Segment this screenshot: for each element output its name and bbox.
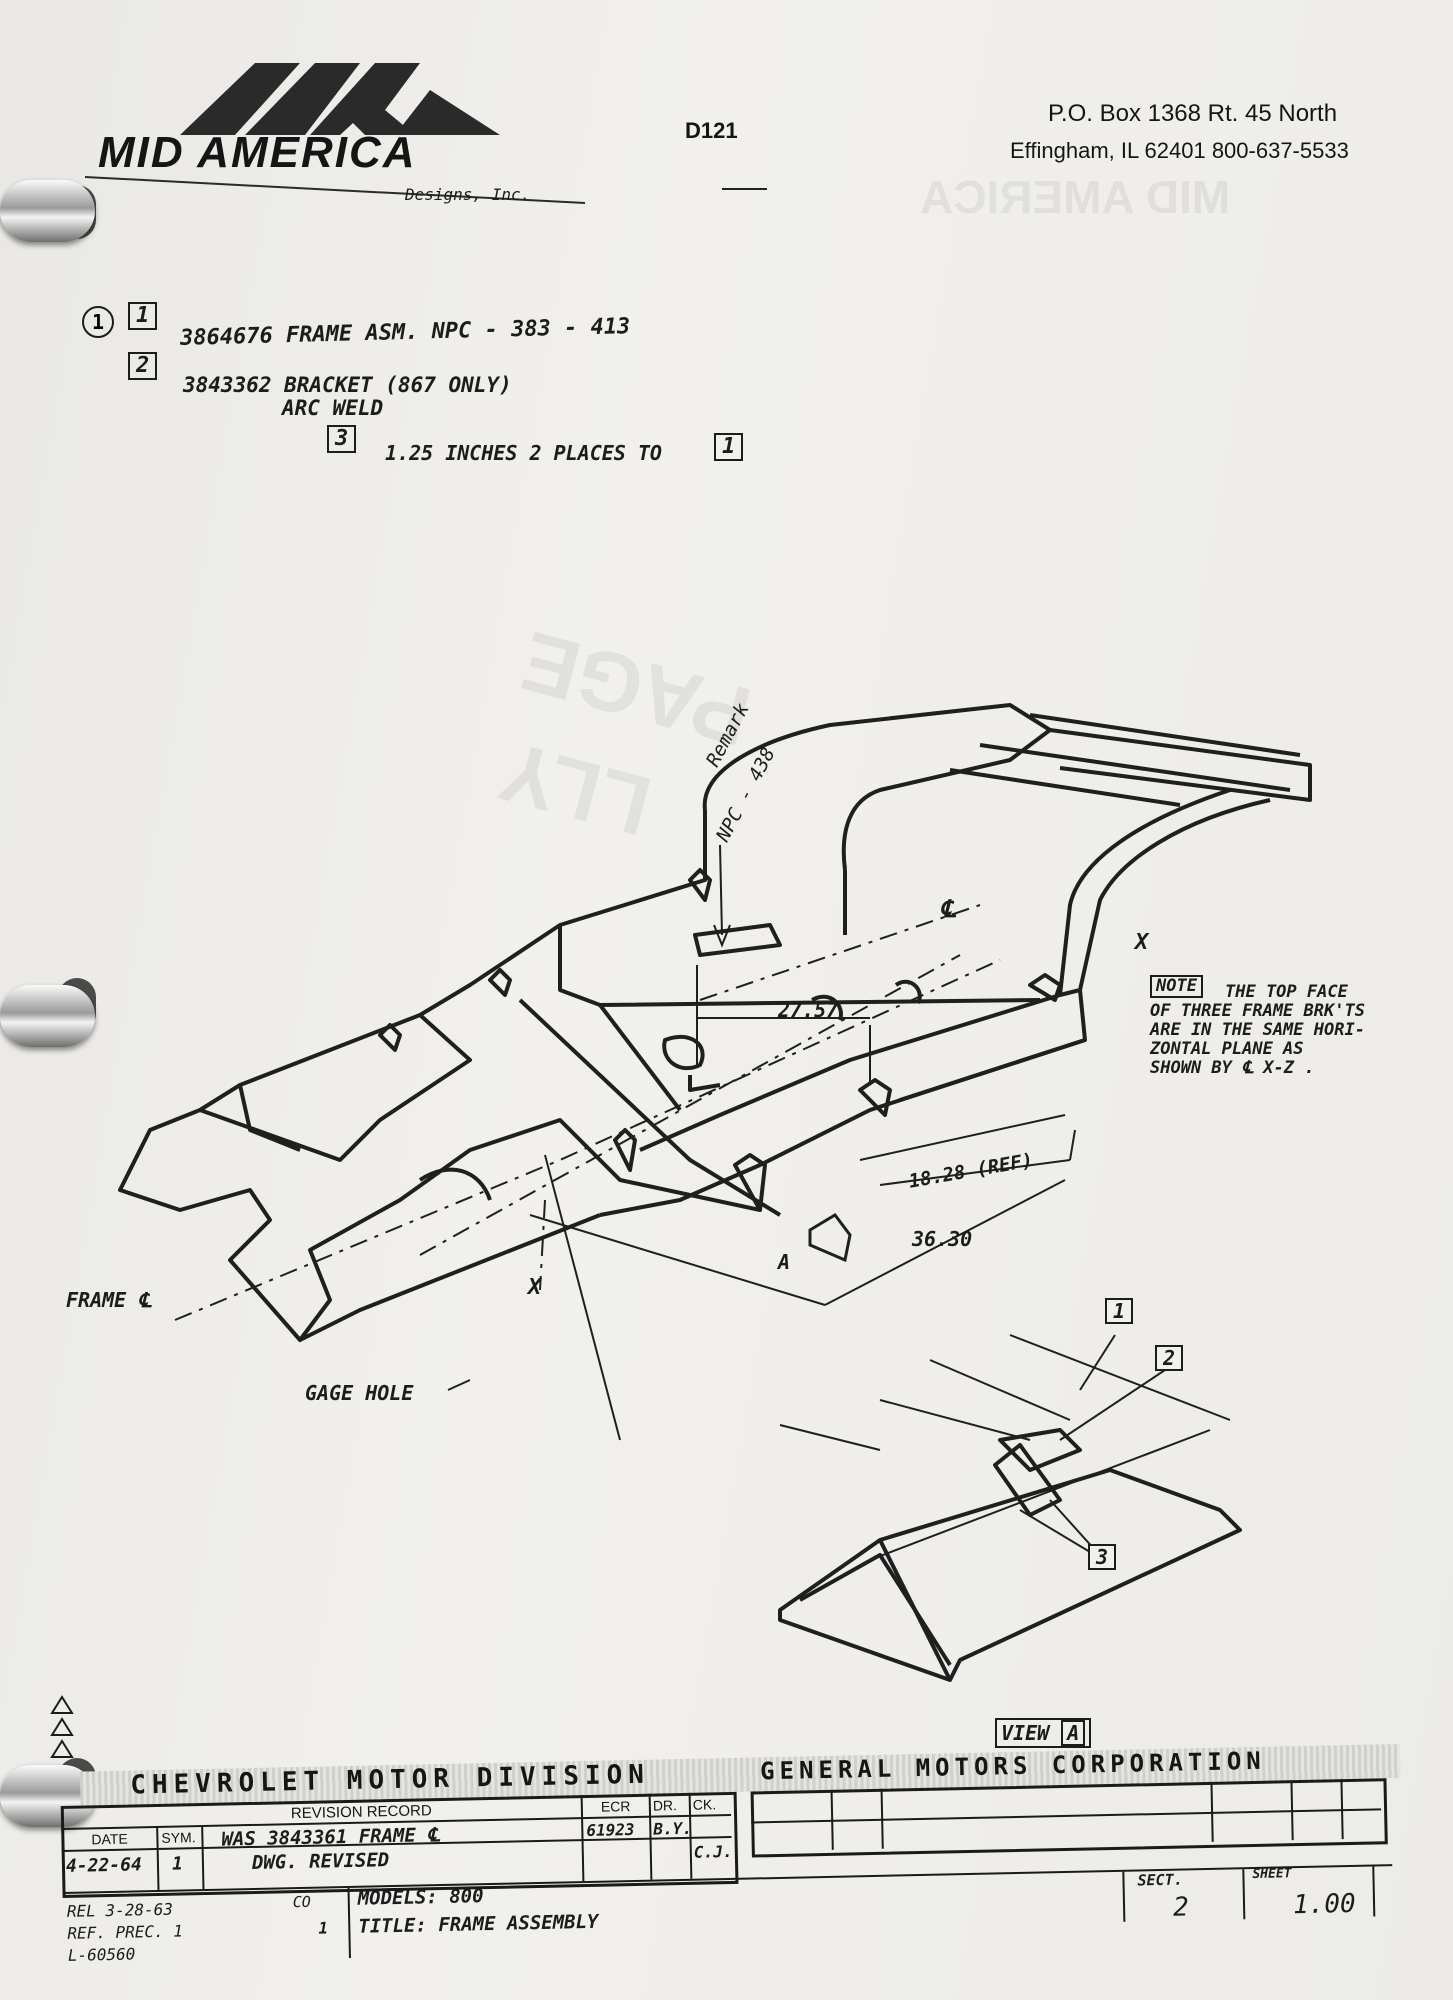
sheet-value: 1.00 [1292,1888,1356,1921]
release-date: REL 3-28-63 [66,1899,174,1921]
mid-america-logo [85,63,586,204]
view-a-marker-label: A [778,1250,791,1274]
address-line-2: Effingham, IL 62401 800-637-5533 [1010,138,1349,163]
revision-triangles [50,1695,74,1758]
divider [722,188,767,190]
logo-tagline: Designs, Inc. [405,185,531,204]
note-line: THE TOP FACE [1225,982,1348,1002]
revision-symbol: 1 [171,1853,184,1875]
binder-ring-bottom [0,1765,95,1827]
frame-centerline-label: FRAME ℄ [66,1288,152,1312]
revision-record-label: REVISION RECORD [290,1802,432,1823]
dimension-27-57: 27.57 [778,998,839,1022]
co-value: 1 [318,1918,329,1938]
item-3-ref: 1 [714,433,744,462]
note-line: OF THREE FRAME BRK'TS [1150,1001,1365,1021]
view-a-arrow [808,1213,852,1263]
item-1-number: 1 [128,302,158,331]
sheet-label: SHEET [1252,1866,1292,1883]
address-line-1: P.O. Box 1368 Rt. 45 North [1048,100,1338,127]
note-tag: NOTE [1150,975,1203,998]
doc-code: D121 [685,118,738,143]
item-3-number: 3 [327,425,357,454]
dimension-36-30: 36.30 [912,1227,973,1251]
x-label-top: X [1135,930,1149,955]
reference-prec: REF. PREC. 1 [67,1921,184,1943]
item-2-subtext: ARC WELD [282,396,384,420]
section-value: 2 [1172,1892,1190,1923]
revision-ck: C.J. [693,1841,733,1862]
logo-wordmark: MID AMERICA [98,128,417,177]
models: MODELS: 800 [357,1885,484,1910]
title-block: CHEVROLET MOTOR DIVISION GENERAL MOTORS … [60,1743,1405,2000]
sheet-circle-number: 1 [82,306,114,338]
revision-description-2: DWG. REVISED [251,1849,390,1874]
note-line: ARE IN THE SAME HORI- [1150,1020,1365,1040]
item-3-text: 1.25 INCHES 2 PLACES TO [385,441,662,465]
callout-2: 2 [1155,1345,1184,1371]
drawing-title: TITLE: FRAME ASSEMBLY [358,1910,599,1938]
col-date: DATE [91,1830,128,1848]
gage-hole-label: GAGE HOLE [305,1381,414,1405]
col-dr: DR. [652,1797,678,1814]
co-label: CO [292,1892,312,1912]
item-2-number: 2 [128,352,158,381]
x-label-bottom: X [528,1275,542,1300]
col-sym: SYM. [161,1829,196,1846]
revision-description-1: WAS 3843361 FRAME ℄ [221,1824,440,1851]
revision-date: 4-22-64 [65,1854,143,1877]
binder-ring-top [0,180,95,242]
view-a-label: VIEW A [995,1718,1092,1748]
callout-1: 1 [1105,1298,1134,1324]
l-number: L-60560 [67,1944,136,1965]
centerline-label: ℄ [940,895,956,923]
revision-dr: B.Y. [653,1818,693,1839]
col-ecr: ECR [600,1798,631,1815]
callout-3: 3 [1088,1544,1117,1570]
note-line: ZONTAL PLANE AS [1150,1039,1304,1059]
binder-ring-middle [0,985,95,1047]
note-line: SHOWN BY ℄ X-Z . [1150,1058,1315,1078]
item-2-text: 3843362 BRACKET (867 ONLY) [183,373,512,397]
col-ck: CK. [692,1796,717,1813]
section-label: SECT. [1137,1870,1183,1890]
revision-ecr: 61923 [586,1819,635,1840]
